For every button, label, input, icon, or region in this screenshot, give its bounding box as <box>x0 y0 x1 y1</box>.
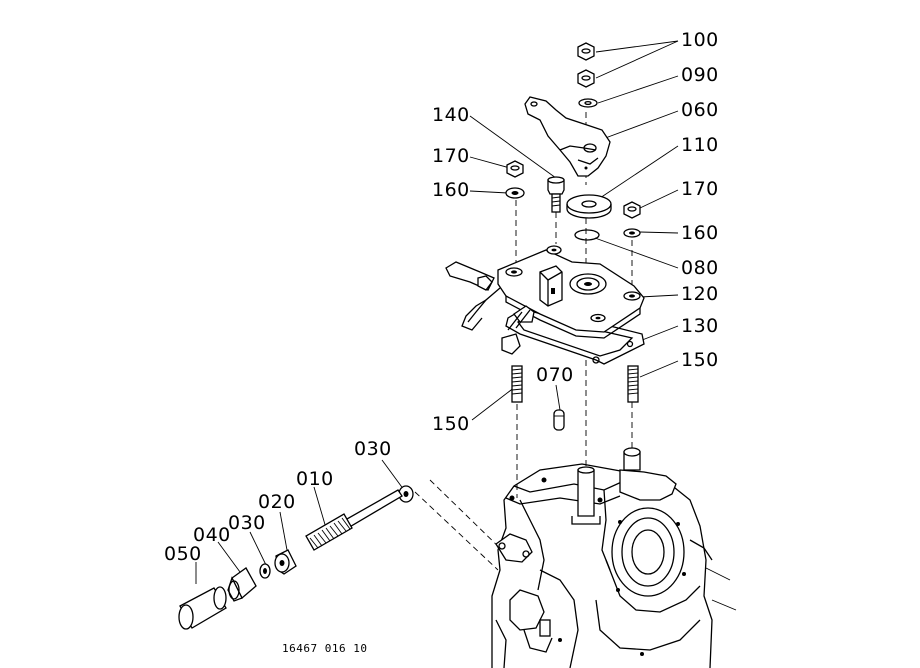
label-part-160-right: 160 <box>681 222 719 244</box>
part-090-washer <box>578 98 598 108</box>
label-part-030-left: 030 <box>228 512 266 534</box>
label-part-010: 010 <box>296 468 334 490</box>
part-030-washer-top <box>398 485 414 503</box>
label-part-040: 040 <box>193 524 231 546</box>
label-part-030-top: 030 <box>354 438 392 460</box>
label-part-120: 120 <box>681 283 719 305</box>
label-part-020: 020 <box>258 491 296 513</box>
part-020-nut <box>274 549 297 575</box>
part-070-pin <box>553 409 565 431</box>
part-140-bolt <box>547 176 565 213</box>
part-110-washer <box>566 194 612 219</box>
label-part-080: 080 <box>681 257 719 279</box>
part-160-washer-left <box>505 187 525 199</box>
part-080-o-ring <box>574 229 600 241</box>
crankcase-housing <box>491 447 737 668</box>
label-part-060: 060 <box>681 99 719 121</box>
label-part-100: 100 <box>681 29 719 51</box>
label-part-070: 070 <box>536 364 574 386</box>
part-030-washer-left <box>259 563 271 579</box>
label-part-130: 130 <box>681 315 719 337</box>
part-010-bolt <box>305 489 403 551</box>
part-150-studs <box>511 365 639 403</box>
label-part-170-left: 170 <box>432 145 470 167</box>
part-120-cover <box>445 245 645 355</box>
label-part-150-left: 150 <box>432 413 470 435</box>
part-160-washer-right <box>623 228 641 238</box>
figure-reference-code: 16467 016 10 <box>282 642 368 655</box>
label-part-090: 090 <box>681 64 719 86</box>
label-part-170-right: 170 <box>681 178 719 200</box>
label-part-150-right: 150 <box>681 349 719 371</box>
part-170-nut-left <box>506 160 524 178</box>
part-040-cap-nut <box>227 567 257 602</box>
label-part-140: 140 <box>432 104 470 126</box>
part-100-nuts <box>577 42 595 88</box>
label-part-160-left: 160 <box>432 179 470 201</box>
part-170-nut-right <box>623 201 641 219</box>
label-part-110: 110 <box>681 134 719 156</box>
part-060-lever <box>524 96 611 177</box>
part-050-cap <box>178 586 227 630</box>
leader-lines <box>195 40 679 584</box>
label-part-050: 050 <box>164 543 202 565</box>
